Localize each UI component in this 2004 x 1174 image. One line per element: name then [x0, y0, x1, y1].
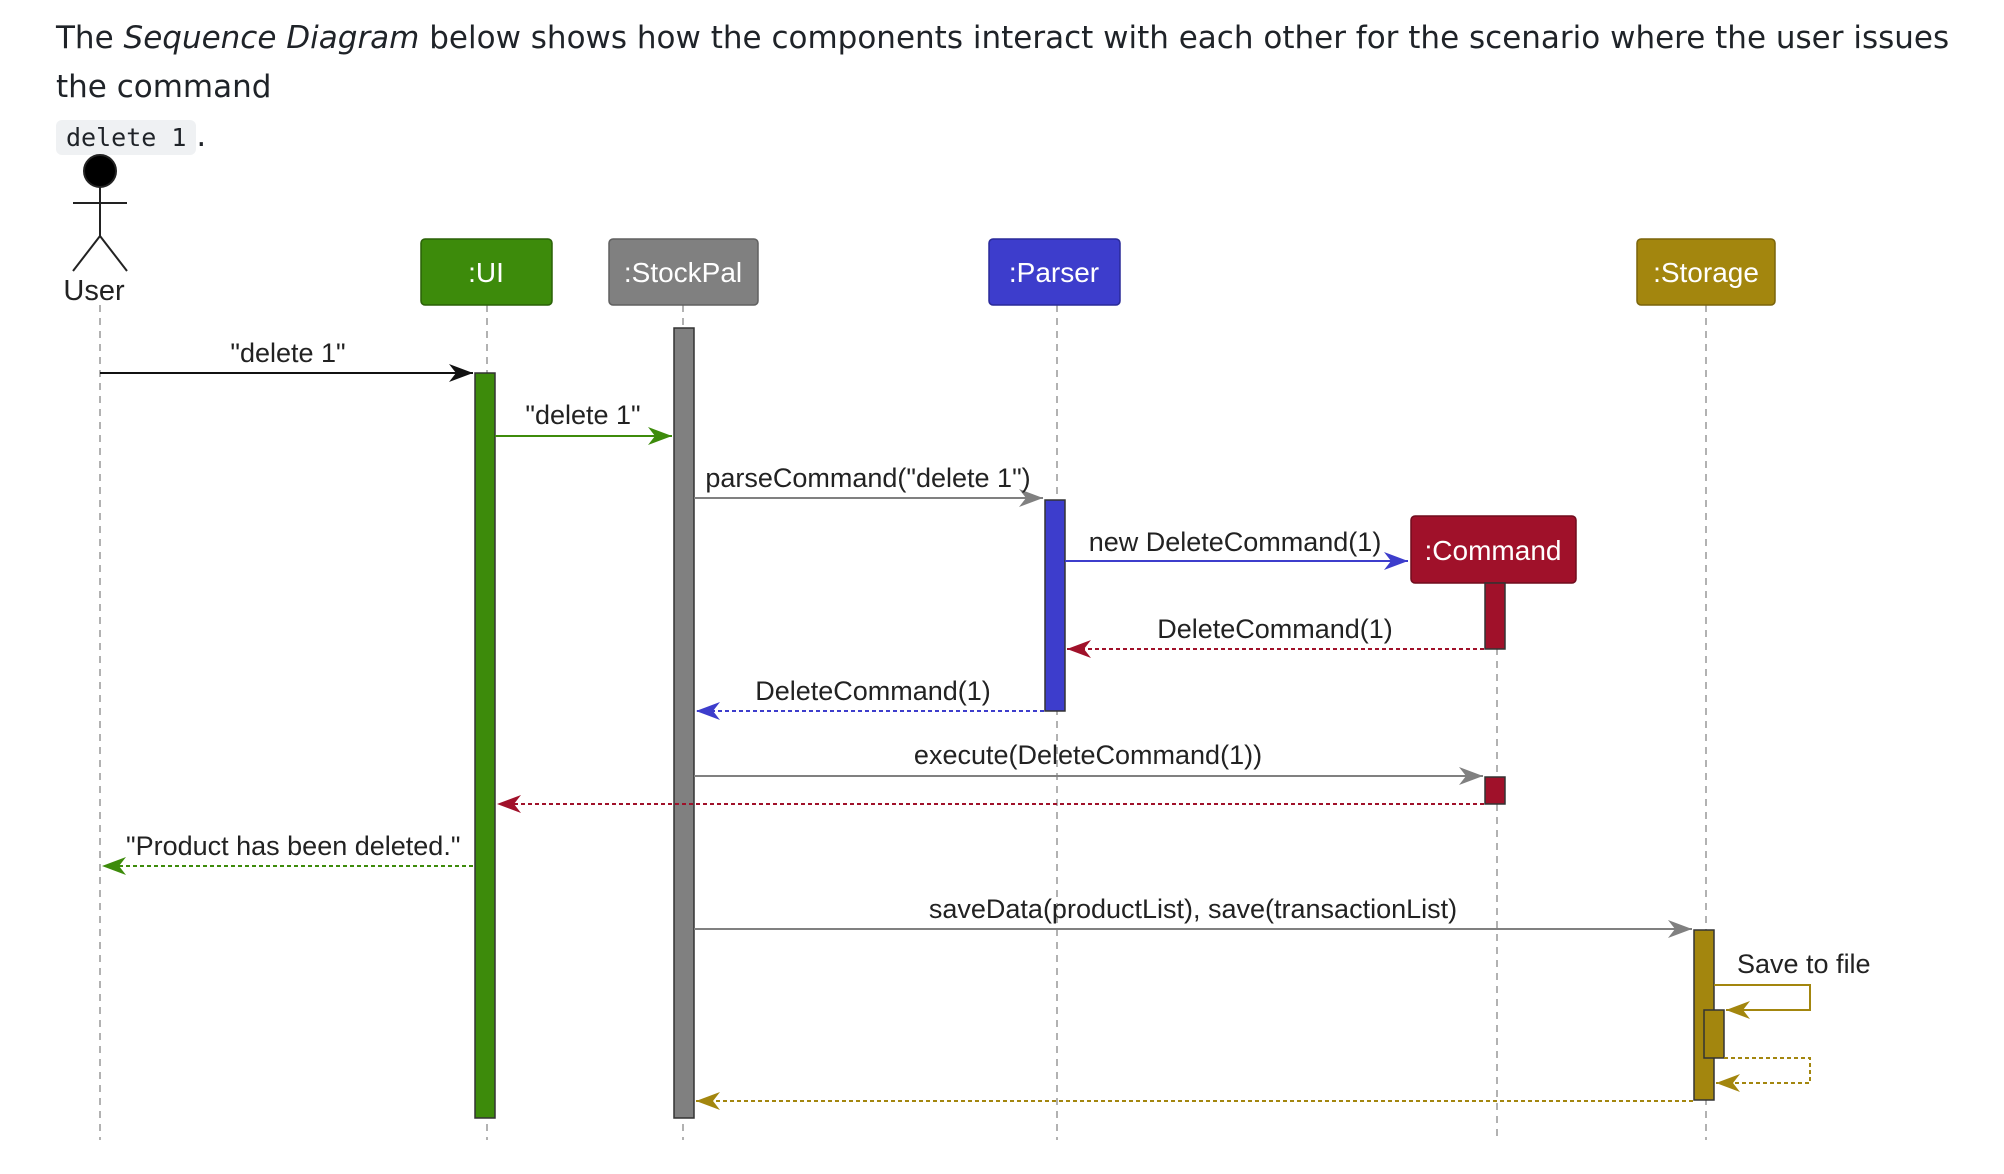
message-line	[1716, 1057, 1811, 1084]
lifelines	[99, 305, 1707, 1140]
participant-ui-box	[420, 238, 553, 306]
message-ui-returns-to-user: "Product has been deleted."	[102, 831, 473, 875]
user-actor	[72, 154, 128, 272]
participant-ui-label: :UI	[468, 257, 504, 288]
actor-head	[83, 154, 117, 188]
message-storage-self-call: Save to file	[1714, 949, 1871, 1019]
arrowhead	[696, 1092, 720, 1110]
intro-text-suffix: below shows how the components interact …	[56, 20, 1950, 105]
message-label: saveData(productList), save(transactionL…	[929, 894, 1457, 924]
message-stockpal-executes-command: execute(DeleteCommand(1))	[694, 740, 1483, 785]
actor-right-leg	[99, 235, 128, 272]
intro-text-emphasis: Sequence Diagram	[123, 20, 420, 56]
participant-command: :Command	[1410, 515, 1577, 584]
intro-text-prefix: The	[56, 20, 124, 56]
message-label: "delete 1"	[230, 338, 345, 368]
activation-bars	[474, 327, 1725, 1119]
message-ui-to-stockpal: "delete 1"	[495, 400, 672, 445]
message-line	[1714, 984, 1811, 1011]
participant-storage: :Storage	[1636, 238, 1776, 306]
message-parser-creates-command: new DeleteCommand(1)	[1065, 527, 1408, 570]
stockpal-activation	[673, 327, 695, 1119]
command-activation-create	[1484, 582, 1506, 650]
message-stockpal-to-storage: saveData(productList), save(transactionL…	[694, 894, 1692, 938]
message-label: "Product has been deleted."	[126, 831, 460, 861]
message-label: DeleteCommand(1)	[755, 676, 991, 706]
participant-storage-box	[1636, 238, 1776, 306]
participant-stockpal-box	[608, 238, 759, 306]
storage-nested-activation	[1703, 1009, 1725, 1059]
message-label: new DeleteCommand(1)	[1089, 527, 1382, 557]
message-label: "delete 1"	[525, 400, 640, 430]
message-label: Save to file	[1737, 949, 1871, 979]
participant-parser-box	[988, 238, 1121, 306]
arrowhead	[102, 857, 126, 875]
intro-paragraph: The Sequence Diagram below shows how the…	[56, 14, 1996, 162]
participant-parser-label: :Parser	[1009, 257, 1099, 288]
arrowhead	[1384, 552, 1408, 570]
participant-parser: :Parser	[988, 238, 1121, 306]
message-label: DeleteCommand(1)	[1157, 614, 1393, 644]
message-storage-returns-to-stockpal	[696, 1092, 1693, 1110]
arrowhead	[1716, 1074, 1740, 1092]
message-storage-self-return	[1716, 1057, 1811, 1092]
arrowhead	[497, 795, 521, 813]
participant-ui: :UI	[420, 238, 553, 306]
arrowhead	[696, 702, 720, 720]
message-label: execute(DeleteCommand(1))	[914, 740, 1262, 770]
participant-stockpal: :StockPal	[608, 238, 759, 306]
participant-storage-label: :Storage	[1653, 257, 1759, 288]
arrowhead	[648, 427, 672, 445]
arrowhead	[1726, 1001, 1750, 1019]
arrowhead	[1459, 767, 1483, 785]
ui-activation	[474, 372, 496, 1119]
command-code: delete 1	[56, 120, 197, 155]
participant-command-label: :Command	[1425, 535, 1562, 566]
arrowhead	[449, 364, 473, 382]
arrowhead	[1019, 489, 1043, 507]
arrowhead	[1668, 920, 1692, 938]
message-command-returns-to-parser: DeleteCommand(1)	[1067, 614, 1484, 658]
message-user-to-ui: "delete 1"	[100, 338, 473, 382]
actor-label: User	[63, 275, 125, 307]
intro-period: .	[196, 118, 207, 154]
message-parser-returns-to-stockpal: DeleteCommand(1)	[696, 676, 1044, 720]
message-command-returns-to-ui	[497, 795, 1484, 813]
arrowhead	[1067, 640, 1091, 658]
command-activation-execute	[1484, 776, 1506, 805]
message-label: parseCommand("delete 1")	[705, 463, 1030, 493]
parser-activation	[1044, 499, 1066, 712]
participant-stockpal-label: :StockPal	[624, 257, 742, 288]
actor-left-leg	[72, 235, 101, 272]
message-stockpal-to-parser: parseCommand("delete 1")	[694, 463, 1043, 507]
